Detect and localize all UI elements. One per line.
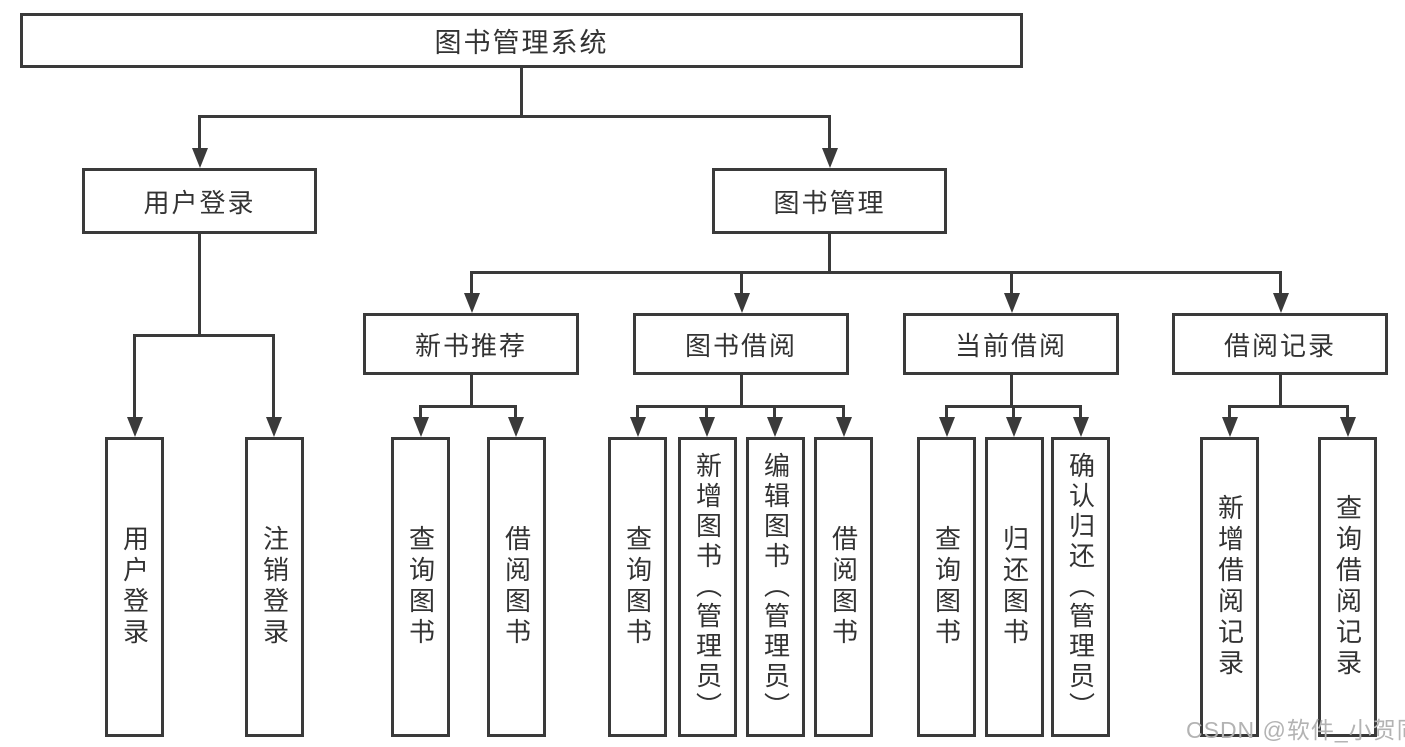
node-book-management: 图书管理 <box>712 168 947 234</box>
connector-line <box>470 271 1281 274</box>
arrow-down-icon <box>463 271 480 313</box>
leaf-query-books-borrowing: 查询图书 <box>608 437 667 737</box>
leaf-logout-login: 注销登录 <box>245 437 304 737</box>
connector-line <box>828 233 831 273</box>
leaf-query-borrow-record: 查询借阅记录 <box>1318 437 1377 737</box>
connector-line <box>470 373 473 407</box>
arrow-down-icon <box>1272 271 1289 313</box>
leaf-query-books-current: 查询图书 <box>917 437 976 737</box>
leaf-label: 注销登录 <box>259 525 290 649</box>
connector-line <box>1228 405 1348 408</box>
connector-line <box>419 405 517 408</box>
leaf-label: 借阅图书 <box>828 525 859 649</box>
arrow-down-icon <box>126 334 143 437</box>
leaf-query-books-recommend: 查询图书 <box>391 437 450 737</box>
connector-line <box>1010 373 1013 407</box>
node-book-borrowing: 图书借阅 <box>633 313 849 375</box>
leaf-user-login: 用户登录 <box>105 437 164 737</box>
connector-line <box>740 373 743 407</box>
arrow-down-icon <box>835 405 852 437</box>
connector-line <box>198 115 831 118</box>
leaf-label: 借阅图书 <box>501 525 532 649</box>
connector-line <box>1279 373 1282 407</box>
leaf-label: 用户登录 <box>119 525 150 649</box>
leaf-label: 查询图书 <box>405 525 436 649</box>
arrow-down-icon <box>766 405 783 437</box>
connector-line <box>636 405 844 408</box>
arrow-down-icon <box>733 271 750 313</box>
arrow-down-icon <box>1003 271 1020 313</box>
leaf-borrow-books-borrowing: 借阅图书 <box>814 437 873 737</box>
leaf-add-borrow-record: 新增借阅记录 <box>1200 437 1259 737</box>
leaf-add-books-admin: 新增图书（管理员） <box>678 437 737 737</box>
leaf-label: 归还图书 <box>999 525 1030 649</box>
leaf-label: 查询图书 <box>622 525 653 649</box>
leaf-label: 查询图书 <box>931 525 962 649</box>
node-user-login: 用户登录 <box>82 168 317 234</box>
csdn-watermark: CSDN @软件_小贺同学 <box>1186 717 1405 743</box>
leaf-label: 查询借阅记录 <box>1332 494 1363 680</box>
leaf-label: 新增借阅记录 <box>1214 494 1245 680</box>
arrow-down-icon <box>821 115 838 168</box>
leaf-edit-books-admin: 编辑图书（管理员） <box>746 437 805 737</box>
leaf-label: 编辑图书（管理员） <box>760 452 791 722</box>
arrow-down-icon <box>412 405 429 437</box>
arrow-down-icon <box>1339 405 1356 437</box>
node-library-management-system: 图书管理系统 <box>20 13 1023 68</box>
connector-line <box>133 334 275 337</box>
arrow-down-icon <box>698 405 715 437</box>
connector-line <box>520 67 523 118</box>
arrow-down-icon <box>1005 405 1022 437</box>
node-new-book-recommendation: 新书推荐 <box>363 313 579 375</box>
leaf-label: 确认归还（管理员） <box>1065 452 1096 722</box>
arrow-down-icon <box>191 115 208 168</box>
node-current-borrowing: 当前借阅 <box>903 313 1119 375</box>
arrow-down-icon <box>265 334 282 437</box>
leaf-confirm-return-admin: 确认归还（管理员） <box>1051 437 1110 737</box>
leaf-return-books: 归还图书 <box>985 437 1044 737</box>
arrow-down-icon <box>629 405 646 437</box>
node-borrowing-records: 借阅记录 <box>1172 313 1388 375</box>
arrow-down-icon <box>1221 405 1238 437</box>
arrow-down-icon <box>1072 405 1089 437</box>
leaf-borrow-books-recommend: 借阅图书 <box>487 437 546 737</box>
arrow-down-icon <box>938 405 955 437</box>
arrow-down-icon <box>507 405 524 437</box>
leaf-label: 新增图书（管理员） <box>692 452 723 722</box>
connector-line <box>198 232 201 336</box>
